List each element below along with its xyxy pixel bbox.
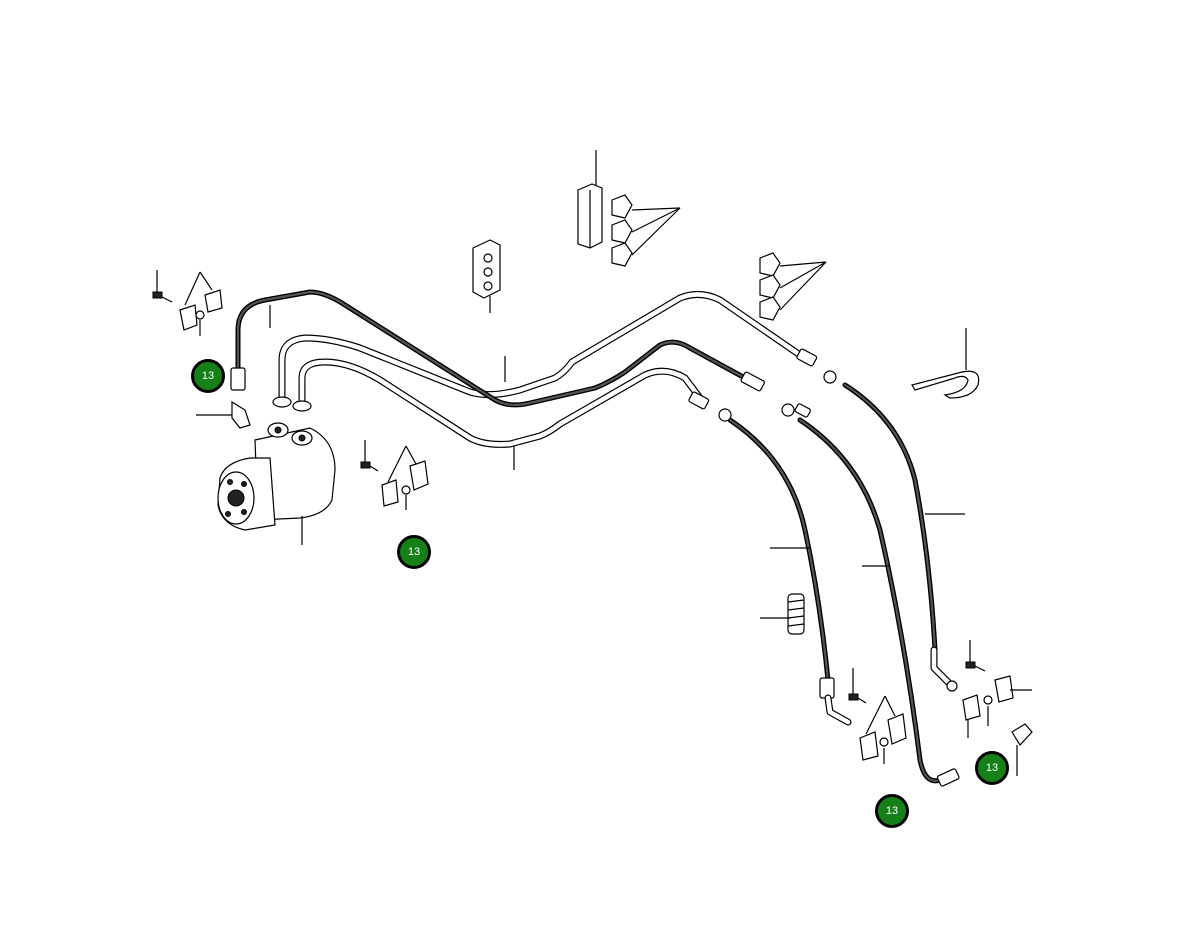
hose-upper-long — [235, 289, 748, 408]
hydraulic-motor — [217, 400, 336, 531]
spring-coil — [787, 593, 805, 635]
hose-right-inner — [727, 417, 831, 683]
clamp-assembly-lower-right — [848, 668, 907, 761]
clip-stack-top — [611, 194, 633, 267]
pipe-support-block-vertical — [577, 183, 603, 249]
rigid-pipe-upper — [278, 291, 804, 404]
callout-badge-center[interactable]: 13 — [397, 535, 431, 569]
clamp-assembly-far-right — [962, 640, 1033, 746]
leader-lines — [184, 150, 1032, 776]
callout-badge-left-upper[interactable]: 13 — [191, 359, 225, 393]
clamp-assembly-center — [360, 440, 429, 507]
rigid-pipe-lower — [298, 358, 704, 448]
pipe-flange-right — [292, 400, 312, 412]
pipe-flange-left — [272, 396, 292, 408]
clip-stack-right — [759, 252, 781, 321]
hose-fittings — [230, 348, 960, 787]
pipe-clamp-triple — [472, 239, 501, 299]
u-bolt — [911, 370, 980, 399]
callout-badge-bottom[interactable]: 13 — [875, 794, 909, 828]
callout-badge-right-lower[interactable]: 13 — [975, 751, 1009, 785]
clamp-assembly-top-left — [152, 270, 223, 331]
hose-right-middle — [797, 417, 943, 784]
hose-right-outer — [842, 382, 938, 653]
